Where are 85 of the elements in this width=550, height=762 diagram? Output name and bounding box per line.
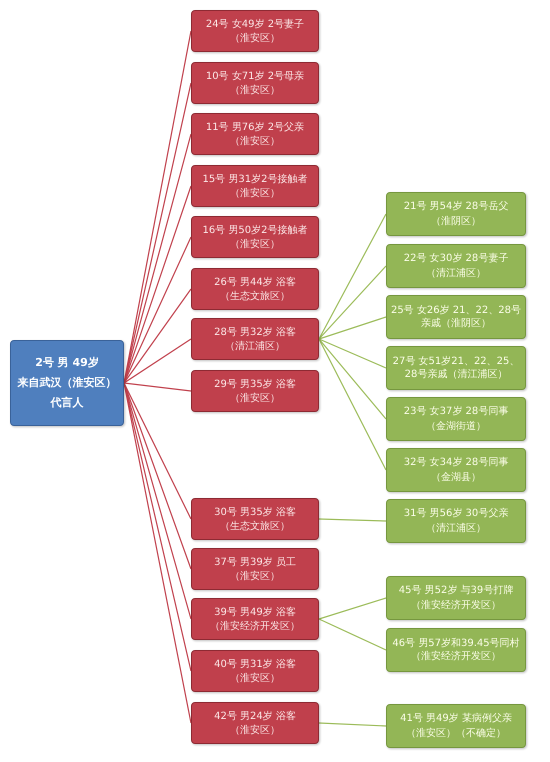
case-text: （清江浦区） bbox=[225, 340, 285, 352]
case-text: （淮阴区） bbox=[431, 215, 481, 228]
case-text: （清江浦区） bbox=[426, 267, 486, 280]
case-text: 15号 男31岁2号接触者 bbox=[202, 172, 308, 186]
case-box bbox=[191, 498, 319, 540]
case-box bbox=[191, 702, 319, 744]
case-box bbox=[191, 113, 319, 155]
case-text: 25号 女26岁 21、22、28号亲戚（淮阴区） bbox=[391, 304, 521, 330]
case-text: （清江浦区） bbox=[426, 522, 486, 535]
case-box bbox=[191, 216, 319, 258]
case-text: 26号 男44岁 浴客 bbox=[214, 276, 296, 288]
case-box bbox=[191, 650, 319, 692]
case-text: （淮安区） bbox=[230, 134, 280, 148]
connector-line bbox=[124, 382, 192, 392]
case-text: （淮安区） bbox=[230, 186, 280, 200]
case-box bbox=[386, 346, 526, 390]
case-text: 45号 男52岁 与39号打牌 bbox=[398, 584, 514, 597]
case-text: （淮安区） bbox=[230, 392, 280, 404]
case-text: （淮安经济开发区） bbox=[411, 599, 501, 612]
case-box bbox=[191, 548, 319, 590]
case-text: 10号 女71岁 2号母亲 bbox=[206, 70, 304, 82]
case-box bbox=[386, 576, 526, 620]
case-text: （淮安经济开发区） bbox=[210, 620, 300, 632]
case-text: 27号 女51岁21、22、25、28号亲戚（清江浦区） bbox=[392, 355, 520, 381]
case-text: （淮安区） bbox=[230, 724, 280, 736]
case-text: 32号 女34岁 28号同事 bbox=[404, 456, 508, 469]
case-text: （淮安区） bbox=[230, 84, 280, 96]
connector-line bbox=[123, 382, 192, 570]
case-box bbox=[386, 397, 526, 441]
case-text: （金湖县） bbox=[431, 471, 481, 484]
case-box bbox=[191, 10, 319, 52]
connector-line bbox=[318, 518, 386, 522]
case-text: 23号 女37岁 28号同事 bbox=[404, 405, 508, 418]
connector-line bbox=[318, 597, 386, 620]
case-text: （生态文旅区） bbox=[220, 290, 290, 302]
case-box bbox=[191, 165, 319, 207]
case-box bbox=[191, 268, 319, 310]
case-text: 代言人 bbox=[50, 396, 84, 410]
connector-line bbox=[124, 338, 192, 384]
source-case-box bbox=[10, 340, 124, 426]
case-text: 41号 男49岁 某病例父亲 bbox=[400, 712, 512, 725]
case-box bbox=[386, 295, 526, 339]
case-box bbox=[386, 628, 526, 672]
case-text: （淮安区）（不确定） bbox=[406, 727, 506, 740]
case-text: 21号 男54岁 28号岳父 bbox=[404, 200, 508, 213]
connector-line bbox=[318, 266, 386, 340]
case-text: （淮安区） bbox=[230, 672, 280, 684]
case-text: （淮安区） bbox=[230, 238, 280, 250]
case-box bbox=[386, 448, 526, 492]
case-text: 28号 男32岁 浴客 bbox=[214, 326, 296, 338]
connector-line bbox=[318, 338, 386, 420]
case-text: （淮安区） bbox=[230, 570, 280, 582]
case-text: 39号 男49岁 浴客 bbox=[214, 606, 296, 618]
case-text: 37号 男39岁 员工 bbox=[214, 556, 296, 568]
case-box bbox=[191, 318, 319, 360]
case-text: 来自武汉（淮安区） bbox=[18, 376, 116, 390]
connector-line bbox=[318, 722, 386, 727]
case-text: 46号 男57岁和39.45号同村（淮安经济开发区） bbox=[391, 637, 521, 663]
case-text: 24号 女49岁 2号妻子 bbox=[206, 18, 304, 30]
case-text: 29号 男35岁 浴客 bbox=[214, 378, 296, 390]
connector-line bbox=[318, 214, 387, 340]
case-text: 22号 女30岁 28号妻子 bbox=[404, 252, 508, 265]
connector-line bbox=[123, 382, 192, 520]
case-box bbox=[386, 244, 526, 288]
case-text: （生态文旅区） bbox=[220, 520, 290, 532]
connector-line bbox=[124, 288, 192, 384]
case-box bbox=[386, 192, 526, 236]
case-text: 2号 男 49岁 bbox=[35, 356, 99, 370]
case-box bbox=[191, 370, 319, 412]
case-box bbox=[386, 499, 526, 543]
case-box bbox=[191, 62, 319, 104]
connector-line bbox=[318, 338, 386, 369]
case-text: 30号 男35岁 浴客 bbox=[214, 506, 296, 518]
case-box bbox=[386, 704, 526, 748]
connector-line bbox=[318, 338, 387, 470]
case-text: 16号 男50岁2号接触者 bbox=[202, 224, 308, 236]
case-box bbox=[191, 598, 319, 640]
connector-line bbox=[318, 316, 386, 340]
case-text: （金湖街道） bbox=[426, 420, 486, 433]
case-text: 31号 男56岁 30号父亲 bbox=[404, 507, 508, 520]
case-text: 40号 男31岁 浴客 bbox=[214, 658, 296, 670]
connector-line bbox=[318, 618, 386, 651]
case-text: 42号 男24岁 浴客 bbox=[214, 710, 296, 722]
case-text: 11号 男76岁 2号父亲 bbox=[206, 120, 304, 134]
case-text: （淮安区） bbox=[230, 32, 280, 44]
